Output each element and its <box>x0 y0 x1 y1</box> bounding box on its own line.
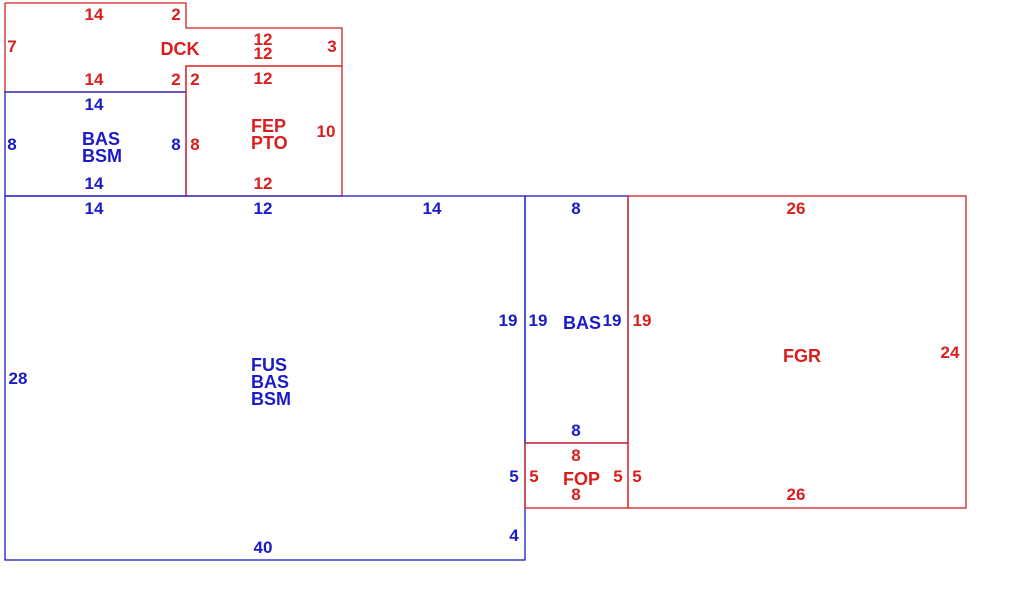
fus-dim-top-left: 14 <box>85 199 104 218</box>
fep-dim-bottom: 12 <box>254 174 273 193</box>
fus-bas-label: BAS <box>251 372 289 392</box>
fop-dim-left: 5 <box>529 467 538 486</box>
fus-bsm-label: BSM <box>251 389 291 409</box>
bas-right-dim-bottom: 8 <box>571 421 580 440</box>
bas-right-label: BAS <box>563 313 601 333</box>
fop-dim-top: 8 <box>571 446 580 465</box>
fop-dim-outer-right: 5 <box>632 467 641 486</box>
dck-dim-fep-top: 12 <box>254 69 273 88</box>
fgr-dim-right: 24 <box>941 343 960 362</box>
bas-right-dim-right: 19 <box>603 311 622 330</box>
fgr-dim-bottom: 26 <box>787 485 806 504</box>
bas-bsm-dim-right: 8 <box>171 135 180 154</box>
fep-dim-right: 10 <box>317 122 336 141</box>
bas-bsm-label-bsm: BSM <box>82 146 122 166</box>
bas-bsm-dim-bottom: 14 <box>85 174 104 193</box>
fep-label: FEP <box>251 116 286 136</box>
fus-dim-top-right: 14 <box>423 199 442 218</box>
dck-dim-left: 7 <box>7 37 16 56</box>
fgr-label: FGR <box>783 346 821 366</box>
bas-right-dim-left: 19 <box>529 311 548 330</box>
fop-label: FOP <box>563 469 600 489</box>
fep-dim-left: 8 <box>190 135 199 154</box>
fop-dim-right: 5 <box>613 467 622 486</box>
bas-bsm-dim-left: 8 <box>7 135 16 154</box>
fop-dim-bottom: 8 <box>571 485 580 504</box>
fus-dim-left: 28 <box>9 369 28 388</box>
fus-dim-right-lower: 4 <box>509 526 519 545</box>
fgr-outline <box>627 195 967 509</box>
fgr-dim-left: 19 <box>633 311 652 330</box>
bas-right-dim-top: 8 <box>571 199 580 218</box>
bas-bsm-dim-top: 14 <box>85 95 104 114</box>
fus-dim-bottom: 40 <box>254 538 273 557</box>
dck-dim-ext-bottom: 12 <box>254 44 273 63</box>
bas-bsm-label-bas: BAS <box>82 129 120 149</box>
pto-label: PTO <box>251 133 288 153</box>
fus-dim-right-fop: 5 <box>509 467 518 486</box>
fgr-dim-top: 26 <box>787 199 806 218</box>
dck-dim-ext-top: 12 <box>254 30 273 49</box>
dck-label: DCK <box>161 39 200 59</box>
dck-dim-ext-side: 3 <box>327 37 336 56</box>
fus-label: FUS <box>251 355 287 375</box>
dck-dim-step-bottom: 2 <box>171 70 180 89</box>
fus-dim-right-upper: 19 <box>499 311 518 330</box>
fus-dim-top-mid: 12 <box>254 199 273 218</box>
fep-dim-step: 2 <box>190 70 199 89</box>
dck-dim-step: 2 <box>171 5 180 24</box>
dck-dim-top: 14 <box>85 5 104 24</box>
dck-dim-bottom: 14 <box>85 70 104 89</box>
